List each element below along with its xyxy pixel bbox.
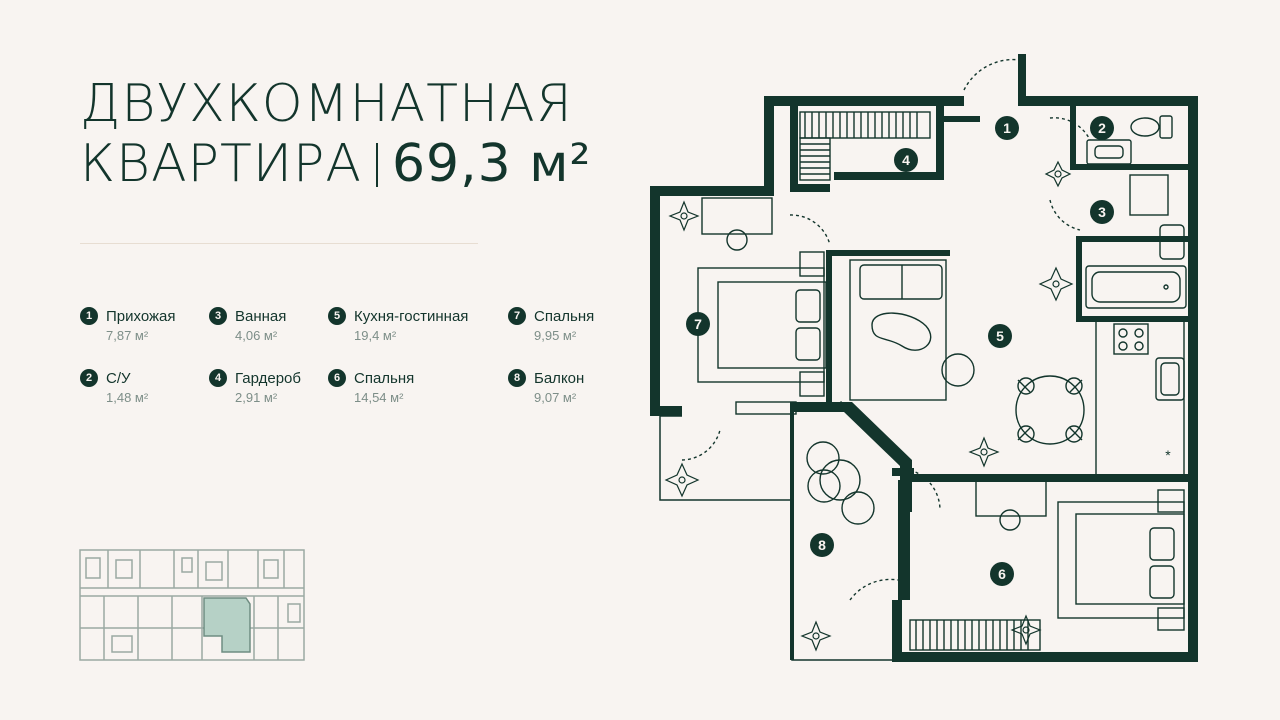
room-badge-8 — [810, 533, 834, 557]
legend-room-area: 14,54 м² — [354, 390, 404, 405]
legend-room-area: 9,07 м² — [534, 390, 577, 405]
plant-icon — [1038, 266, 1074, 302]
legend-number: 6 — [328, 369, 346, 387]
wardrobe-shelf — [799, 111, 931, 139]
legend-room-area: 19,4 м² — [354, 328, 397, 343]
legend-number: 3 — [209, 307, 227, 325]
legend-room-name: Гардероб — [235, 369, 301, 387]
floor-minimap — [79, 549, 305, 661]
title-separator — [375, 143, 378, 187]
sink-icon — [1086, 139, 1132, 165]
room-badge-6-label: 6 — [998, 566, 1006, 582]
legend-item-balcony: 8 Балкон 9,07 м² — [508, 368, 648, 405]
desk — [701, 197, 773, 235]
legend-item-bathroom: 3 Ванная 4,06 м² — [209, 306, 349, 343]
plant-icon — [968, 436, 1000, 468]
legend-room-area: 9,95 м² — [534, 328, 577, 343]
room-badge-8-label: 8 — [818, 537, 826, 553]
dining-table-icon — [1015, 375, 1085, 445]
kitchen-sink-icon — [1155, 357, 1185, 401]
legend-number: 8 — [508, 369, 526, 387]
legend-room-name: Прихожая — [106, 307, 176, 325]
legend-item-wardrobe: 4 Гардероб 2,91 м² — [209, 368, 349, 405]
balcony-table — [819, 459, 861, 501]
bed-icon-2 — [1057, 489, 1185, 631]
divider — [80, 243, 478, 244]
legend-room-area: 1,48 м² — [106, 390, 149, 405]
svg-text:*: * — [1165, 447, 1171, 463]
room-badge-4 — [894, 148, 918, 172]
room-badge-7 — [686, 312, 710, 336]
page-title: ДВУХКОМНАТНАЯ КВАРТИРА 69,3 м² — [80, 74, 591, 194]
legend-room-name: Кухня-гостинная — [354, 307, 469, 325]
walls — [650, 54, 1198, 662]
room-badge-5-label: 5 — [996, 328, 1004, 344]
legend-room-name: Ванная — [235, 307, 287, 325]
room-badge-4-label: 4 — [902, 152, 910, 168]
title-line-1: ДВУХКОМНАТНАЯ — [80, 74, 573, 134]
legend-number: 5 — [328, 307, 346, 325]
legend-room-area: 7,87 м² — [106, 328, 149, 343]
legend-number: 7 — [508, 307, 526, 325]
plant-icon — [668, 200, 700, 232]
toilet-icon — [1130, 115, 1173, 139]
floor-plan: * — [650, 54, 1198, 662]
legend-room-name: С/У — [106, 369, 131, 387]
legend-number: 4 — [209, 369, 227, 387]
legend-item-bedroom-6: 6 Спальня 14,54 м² — [328, 368, 468, 405]
room-badge-2 — [1090, 116, 1114, 140]
room-badge-5 — [988, 324, 1012, 348]
title-area: 69,3 м² — [391, 134, 592, 194]
room-badge-3-label: 3 — [1098, 204, 1106, 220]
plant-icon — [800, 620, 832, 652]
apartment-highlight — [203, 597, 251, 653]
room-badge-3 — [1090, 200, 1114, 224]
legend-room-name: Спальня — [534, 307, 595, 325]
legend-room-area: 2,91 м² — [235, 390, 278, 405]
room-badge-2-label: 2 — [1098, 120, 1106, 136]
room-badge-6 — [990, 562, 1014, 586]
legend-room-area: 4,06 м² — [235, 328, 278, 343]
legend-number: 2 — [80, 369, 98, 387]
room-badge-1 — [995, 116, 1019, 140]
legend-room-name: Спальня — [354, 369, 415, 387]
legend-item-kitchen: 5 Кухня-гостинная 19,4 м² — [328, 306, 508, 343]
legend-room-name: Балкон — [534, 369, 585, 387]
legend-item-hallway: 1 Прихожая 7,87 м² — [80, 306, 220, 343]
title-line-2: КВАРТИРА — [80, 134, 362, 194]
sofa-icon — [849, 259, 975, 401]
legend-number: 1 — [80, 307, 98, 325]
plant-icon — [1010, 614, 1042, 646]
room-badge-1-label: 1 — [1003, 120, 1011, 136]
legend-item-bedroom-7: 7 Спальня 9,95 м² — [508, 306, 648, 343]
plant-icon — [1044, 160, 1072, 188]
stove-icon — [1113, 323, 1149, 355]
bed-icon — [697, 251, 827, 397]
plant-icon — [664, 462, 700, 498]
legend-item-wc: 2 С/У 1,48 м² — [80, 368, 220, 405]
room-legend: 1 Прихожая 7,87 м² 2 С/У 1,48 м² 3 Ванная 4… — [80, 306, 640, 416]
room-badge-7-label: 7 — [694, 316, 702, 332]
bathtub-icon — [1085, 265, 1187, 309]
